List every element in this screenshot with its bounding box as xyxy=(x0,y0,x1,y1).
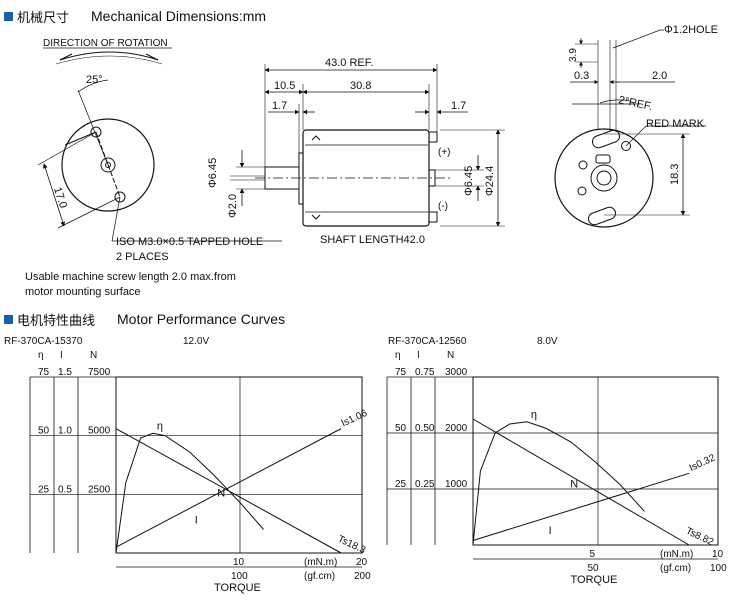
phi-1-2-hole: Φ1.2HOLE xyxy=(664,24,718,36)
head-speed: N xyxy=(447,350,454,361)
label-speed: N xyxy=(570,479,578,491)
rear-view: 3.9 Φ1.2HOLE 0.3 2.0 2°REF. RED MARK 18.… xyxy=(554,24,718,228)
xtick-gf: 50 xyxy=(588,563,600,574)
head-eta: η xyxy=(395,350,401,361)
label-current: I xyxy=(195,514,198,526)
label-stall-current: Is0.32 xyxy=(688,452,718,474)
curve-current xyxy=(115,428,342,548)
xtick-gf: 100 xyxy=(710,563,727,574)
tick-speed: 5000 xyxy=(88,426,111,437)
dim-3-9: 3.9 xyxy=(568,48,579,62)
tapped-hole-label: ISO M3.0×0.5 TAPPED HOLE xyxy=(116,236,263,248)
label-speed: N xyxy=(217,488,225,500)
tick-speed: 2000 xyxy=(445,423,468,434)
label-eta: η xyxy=(531,409,537,421)
section-title-en: Motor Performance Curves xyxy=(117,311,286,327)
tick-current: 0.5 xyxy=(58,484,72,495)
phi-6-45-right: Φ6.45 xyxy=(463,166,475,196)
section-title-cn: 电机特性曲线 xyxy=(17,313,96,329)
chart-model: RF-370CA-15370 xyxy=(4,336,83,347)
phi-6-45-left: Φ6.45 xyxy=(207,158,219,188)
tick-eta: 75 xyxy=(395,367,407,378)
dim-1-7-left: 1.7 xyxy=(272,100,287,112)
tick-current: 1.0 xyxy=(58,426,72,437)
section-title-en: Mechanical Dimensions:mm xyxy=(91,8,267,24)
phi-2-label: Φ2.0 xyxy=(227,194,239,218)
chart-model: RF-370CA-12560 xyxy=(388,336,467,347)
plot-frame xyxy=(472,376,719,546)
ref-2-degree: 2°REF. xyxy=(617,94,653,113)
unit-mn: (mN.m) xyxy=(304,557,337,568)
xlabel: TORQUE xyxy=(571,574,618,586)
tick-speed: 1000 xyxy=(445,479,468,490)
curve-efficiency xyxy=(472,421,645,546)
dim-1-7-right: 1.7 xyxy=(451,100,466,112)
tick-eta: 25 xyxy=(395,479,407,490)
xtick-gf: 200 xyxy=(354,571,371,582)
rotation-label: DIRECTION OF ROTATION xyxy=(43,38,168,49)
section-title-cn: 机械尺寸 xyxy=(17,10,70,26)
phi-24-4: Φ24.4 xyxy=(484,166,496,196)
tick-eta: 50 xyxy=(38,426,50,437)
tick-eta: 25 xyxy=(38,484,50,495)
curve-current xyxy=(472,472,690,541)
tick-current: 0.75 xyxy=(415,367,435,378)
xtick-gf: 100 xyxy=(231,571,248,582)
tick-eta: 50 xyxy=(395,423,407,434)
section-bullet-icon xyxy=(4,314,13,324)
tapped-places-label: 2 PLACES xyxy=(116,251,169,263)
curve-speed xyxy=(472,418,690,546)
dim-18-3: 18.3 xyxy=(669,164,681,185)
label-eta: η xyxy=(157,420,163,432)
note-line-1: Usable machine screw length 2.0 max.from xyxy=(25,271,236,283)
curve-efficiency xyxy=(115,432,264,554)
label-current: I xyxy=(549,525,552,537)
head-current: I xyxy=(60,350,63,361)
tick-current: 0.25 xyxy=(415,479,435,490)
plot-frame xyxy=(115,376,363,554)
xtick-mn: 10 xyxy=(233,557,245,568)
dim-17-label: 17.0 xyxy=(51,186,69,210)
chart-voltage: 12.0V xyxy=(183,336,209,347)
head-speed: N xyxy=(90,350,97,361)
minus-terminal-label: (-) xyxy=(438,201,448,212)
dim-10-5: 10.5 xyxy=(274,80,295,92)
tick-speed: 7500 xyxy=(88,367,111,378)
label-stall-current: Is1.06 xyxy=(340,408,370,430)
angle-25-label: 25° xyxy=(86,74,103,86)
note-line-2: motor mounting surface xyxy=(25,286,141,298)
tick-eta: 75 xyxy=(38,367,50,378)
section-header-performance: 电机特性曲线 Motor Performance Curves xyxy=(4,309,285,329)
shaft-length-label: SHAFT LENGTH42.0 xyxy=(320,234,425,246)
chart-voltage: 8.0V xyxy=(537,336,558,347)
dim-43-ref: 43.0 REF. xyxy=(325,57,373,69)
tick-current: 0.50 xyxy=(415,423,435,434)
tick-speed: 3000 xyxy=(445,367,468,378)
xtick-mn: 5 xyxy=(590,549,596,560)
head-current: I xyxy=(417,350,420,361)
unit-gf: (gf.cm) xyxy=(304,571,335,582)
plus-terminal-label: (+) xyxy=(438,147,451,158)
section-header-dimensions: 机械尺寸 Mechanical Dimensions:mm xyxy=(4,6,266,26)
section-bullet-icon xyxy=(4,11,13,21)
head-eta: η xyxy=(38,350,44,361)
unit-gf: (gf.cm) xyxy=(660,563,691,574)
curve-speed xyxy=(115,428,342,554)
dim-2-0: 2.0 xyxy=(652,70,667,82)
side-view: (+) (-) 43.0 REF. 10.5 30.8 1.7 1.7 Φ6.4… xyxy=(207,57,505,246)
dim-0-3: 0.3 xyxy=(574,70,589,82)
dim-30-8: 30.8 xyxy=(350,80,371,92)
xtick-mn: 20 xyxy=(356,557,368,568)
red-mark-label: RED MARK xyxy=(646,118,705,130)
xtick-mn: 10 xyxy=(712,549,724,560)
tick-speed: 2500 xyxy=(88,484,111,495)
tick-current: 1.5 xyxy=(58,367,72,378)
unit-mn: (mN.m) xyxy=(660,549,693,560)
xlabel: TORQUE xyxy=(214,582,261,594)
front-view: DIRECTION OF ROTATION 25° 17.0 ISO M3.0×… xyxy=(37,38,282,263)
